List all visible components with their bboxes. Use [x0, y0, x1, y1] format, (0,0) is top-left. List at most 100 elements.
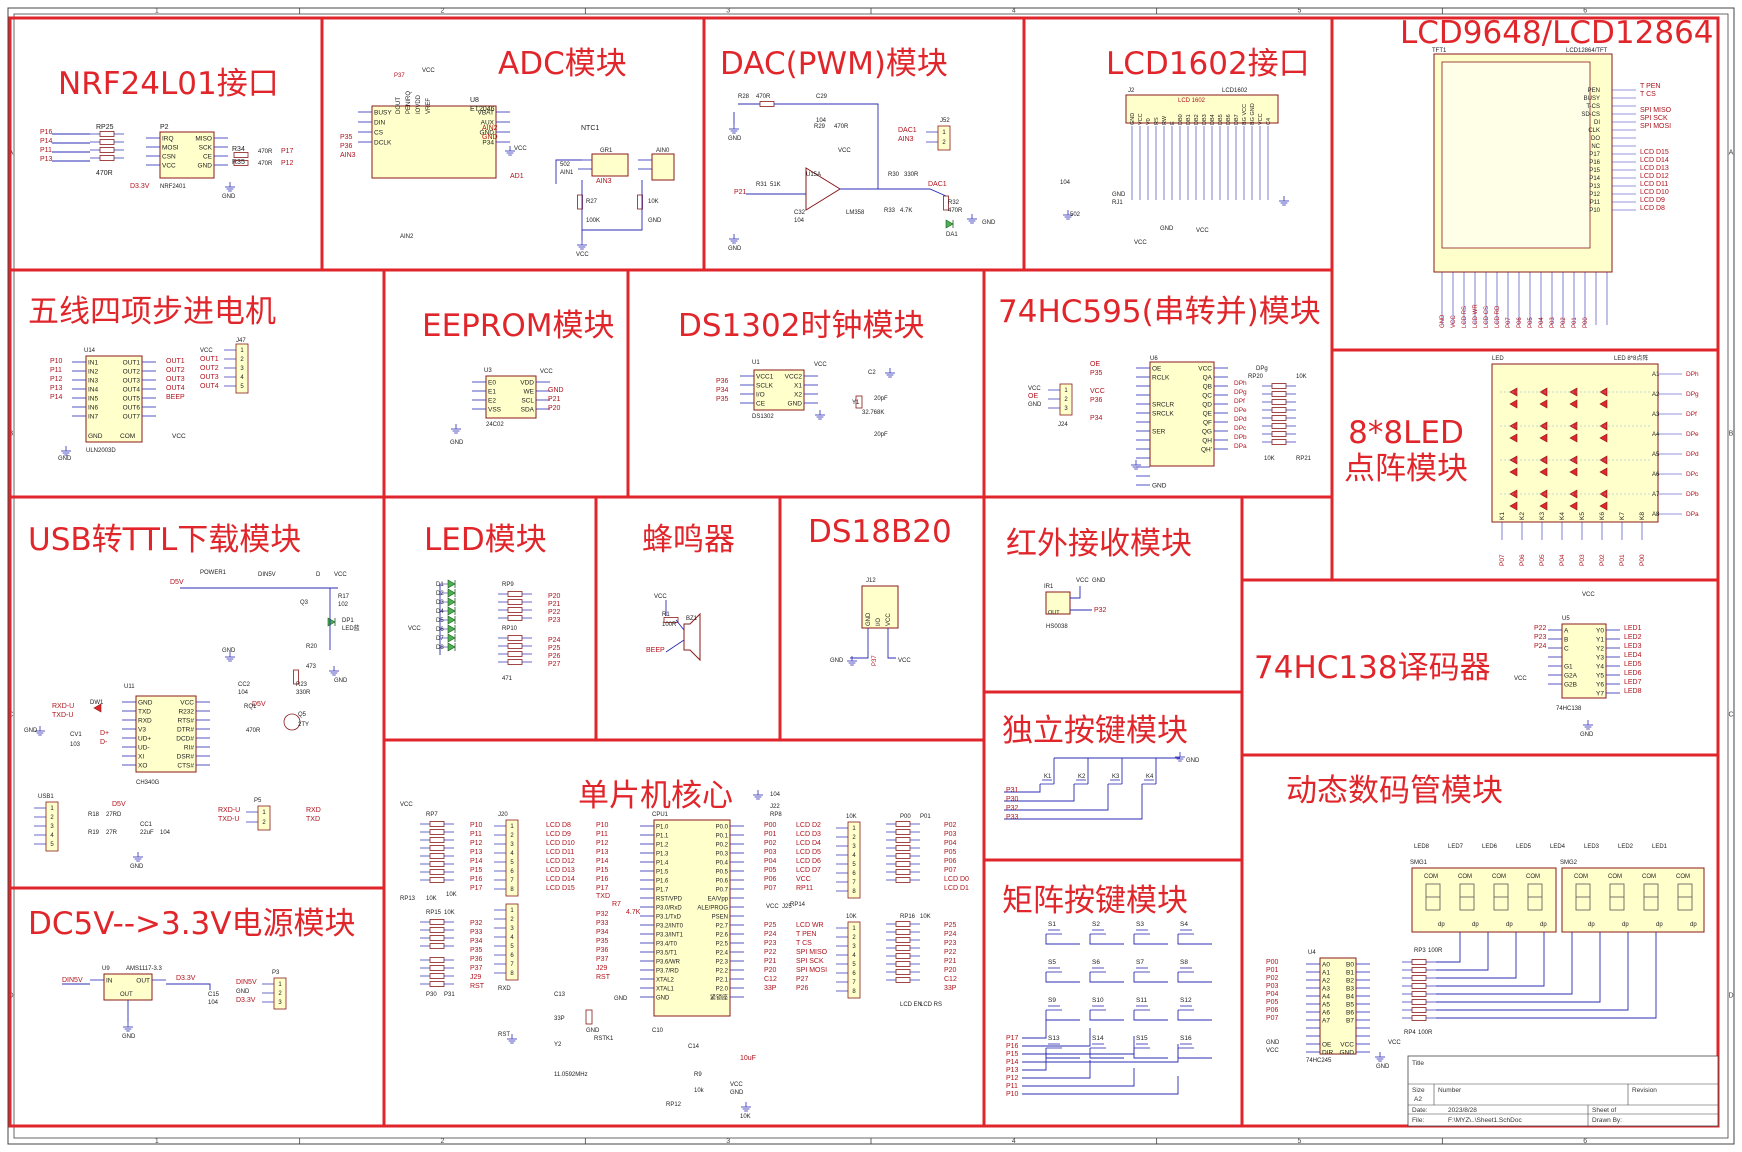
net-label: LED1	[1624, 625, 1642, 632]
resistor-pack-rp8	[895, 861, 911, 867]
net-label: D6	[436, 627, 444, 633]
resistor-pack-rp3	[1411, 999, 1427, 1005]
resistor-pack-rp8	[895, 845, 911, 851]
net-label: 4.7K	[626, 909, 641, 916]
wire	[1436, 932, 1517, 979]
net-label: DI	[1594, 120, 1600, 126]
net-label: U5	[1562, 616, 1570, 622]
pin-name: P1.0	[656, 825, 669, 831]
pin-name: UD+	[138, 736, 151, 743]
pin-name: PENIRQ	[406, 91, 412, 114]
resistor-pack-rp8	[895, 853, 911, 859]
pin-name: A6	[1322, 1010, 1330, 1017]
net-label: S10	[1092, 997, 1104, 1004]
net-label: 2TY	[298, 722, 309, 728]
net-label: P06	[1517, 317, 1523, 328]
opamp-lm358	[805, 167, 841, 211]
net-label: 470R	[756, 94, 771, 100]
net-label: PEN	[1588, 88, 1600, 94]
net-label: NC	[1591, 144, 1600, 150]
net-label: RJ1	[1112, 200, 1123, 206]
pin-number: 5	[852, 962, 856, 968]
pin-name: IN1	[88, 360, 99, 367]
net-label: P03	[1266, 983, 1279, 990]
net-label: VCC	[540, 369, 553, 375]
resistor-pack-rp3	[1411, 1015, 1427, 1021]
net-label: K3	[1112, 774, 1120, 780]
net-label: J22	[770, 804, 780, 810]
net-label: 10K	[846, 914, 857, 920]
net-label: P14	[1589, 176, 1600, 182]
pin-name: K8	[1639, 512, 1646, 520]
net-label: 33P	[764, 985, 777, 992]
net-label: C10	[652, 1028, 664, 1034]
net-label: R34	[232, 146, 245, 153]
net-label: P07	[944, 867, 957, 874]
wire	[1436, 932, 1601, 1003]
net-label: P34	[1090, 415, 1103, 422]
net-label: LED3	[1584, 844, 1600, 850]
gnd-symbol	[847, 656, 857, 666]
pin-name: VCC	[1340, 1042, 1354, 1049]
wire	[1133, 934, 1168, 945]
pin-name: IOVDD	[416, 94, 422, 114]
resistor-pack-rp20	[1271, 431, 1287, 437]
matrix-led	[1539, 467, 1548, 477]
net-label: 102	[338, 602, 349, 608]
resistor-pack-rp8	[895, 821, 911, 827]
net-label: VCC	[514, 146, 527, 152]
net-label: RSTK1	[594, 1036, 614, 1042]
net-label: VCC	[1028, 386, 1041, 392]
net-label: 470R	[834, 124, 849, 130]
module-title-ir: 红外接收模块	[1006, 526, 1192, 562]
pin-number: 8	[510, 971, 514, 977]
header-p3	[273, 977, 287, 1010]
module-title-ds18b20: DS18B20	[808, 514, 952, 550]
net-label: VCC	[1134, 240, 1147, 246]
pin-name: DTR#	[177, 727, 194, 734]
pin-name: MISO	[195, 136, 212, 143]
net-label: COM	[1676, 874, 1690, 880]
net-label: OUT1	[166, 358, 185, 365]
net-label: RP16	[900, 914, 916, 920]
net-label: R19	[88, 830, 100, 836]
net-label: P01	[1266, 967, 1279, 974]
matrix-led	[1569, 399, 1578, 409]
net-label: P11	[1590, 200, 1601, 206]
net-label: P05	[764, 867, 777, 874]
pin-name: SRCLR	[1152, 402, 1174, 409]
net-label: RP4	[1404, 1030, 1416, 1036]
wire	[1045, 934, 1080, 945]
net-label: DPh	[1686, 371, 1699, 378]
net-label: P34	[596, 929, 609, 936]
wire	[887, 628, 896, 659]
net-label: GND	[1160, 226, 1174, 232]
pin-name: G2A	[1564, 673, 1578, 680]
net-label: GND	[236, 989, 250, 995]
chip-ch340g-body	[135, 695, 197, 773]
pin-number: 1	[852, 826, 856, 832]
pin-name: B3	[1346, 986, 1354, 993]
net-label: VCC	[400, 802, 413, 808]
resistor-pack-rp14	[895, 929, 911, 935]
net-label: TXD	[306, 816, 320, 823]
net-label: DPf	[1234, 398, 1245, 405]
wire	[1436, 932, 1461, 963]
net-label: COM	[120, 433, 135, 440]
wire	[1022, 1044, 1179, 1063]
net-label: DA1	[946, 232, 958, 238]
net-label: AIN1	[560, 170, 574, 176]
wire	[675, 619, 685, 631]
net-label: VCC	[1514, 676, 1527, 682]
net-label: J47	[236, 338, 246, 344]
module-title-eeprom: EEPROM模块	[422, 308, 615, 344]
wire	[1022, 1028, 1091, 1047]
gnd-symbol	[741, 1102, 751, 1112]
pin-name: C	[1564, 646, 1569, 653]
pin-number: 1	[510, 908, 514, 914]
net-label: P00	[1266, 959, 1279, 966]
resistor-pack-rp13	[429, 935, 445, 941]
net-label: AIN0	[656, 148, 670, 154]
pin-name: P3.7/RD	[656, 969, 679, 975]
